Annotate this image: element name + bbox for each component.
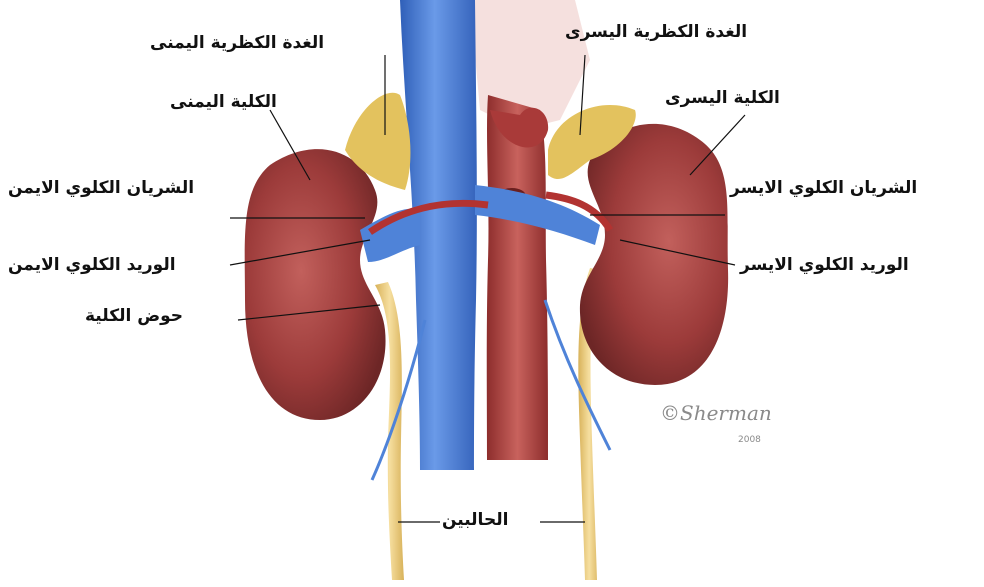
left-kidney [580, 124, 728, 385]
label-right-kidney: الكلية اليمنى [170, 92, 277, 112]
copyright-name: Sherman [680, 401, 772, 425]
label-left-kidney: الكلية اليسرى [665, 88, 780, 108]
label-right-renal-vein: الوريد الكلوي الايمن [8, 255, 176, 275]
label-right-adrenal: الغدة الكظرية اليمنى [150, 33, 324, 53]
label-left-adrenal: الغدة الكظرية اليسرى [565, 22, 747, 42]
label-left-renal-artery: الشريان الكلوي الايسر [730, 178, 917, 198]
label-ureters: الحالبين [442, 510, 508, 530]
right-kidney [245, 149, 386, 420]
aorta [487, 95, 548, 460]
label-renal-pelvis: حوض الكلية [85, 306, 183, 326]
copyright-year: 2008 [738, 435, 761, 445]
copyright-signature: © [660, 401, 680, 425]
label-right-renal-artery: الشريان الكلوي الايمن [8, 178, 194, 198]
label-left-renal-vein: الوريد الكلوي الايسر [740, 255, 909, 275]
